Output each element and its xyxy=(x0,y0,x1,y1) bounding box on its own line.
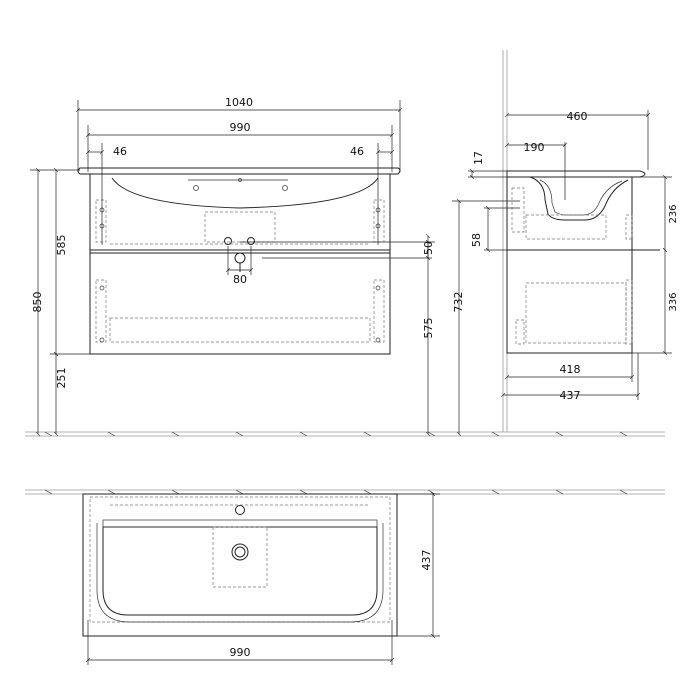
dim-cabinet-width: 990 xyxy=(85,121,395,172)
dim-plan-depth: 437 xyxy=(397,491,440,639)
dim-inner-depth: 418 xyxy=(504,353,635,382)
dim-46-right-label: 46 xyxy=(350,145,364,158)
dim-right-offset: 46 xyxy=(350,143,395,245)
dim-336-label: 336 xyxy=(668,292,679,311)
dim-46-left-label: 46 xyxy=(113,145,127,158)
dim-drawer-gap: 58 xyxy=(470,205,520,253)
dim-850-label: 850 xyxy=(31,292,44,313)
dim-carcass-depth: 437 xyxy=(500,353,641,402)
front-view xyxy=(77,167,401,355)
dim-plan-width: 990 xyxy=(85,620,395,665)
dim-1040-label: 1040 xyxy=(225,96,253,109)
dim-418-label: 418 xyxy=(560,363,581,376)
dim-50-label: 50 xyxy=(422,241,435,255)
side-wall-line xyxy=(502,50,508,432)
dim-top-thickness: 17 xyxy=(468,151,510,180)
dim-585-label: 585 xyxy=(55,235,68,256)
dim-upper-height: 585 xyxy=(50,167,90,357)
dim-cabinet-bottom: 575 xyxy=(240,239,435,437)
dim-990-plan-label: 990 xyxy=(230,646,251,659)
dim-732-label: 732 xyxy=(452,292,465,313)
dim-437-side-label: 437 xyxy=(560,389,581,402)
dim-top-depth: 460 xyxy=(504,110,651,170)
dim-left-offset: 46 xyxy=(85,143,127,245)
wall-line-plan xyxy=(25,489,665,495)
floor-line-top xyxy=(25,431,665,437)
dim-58-label: 58 xyxy=(470,233,483,247)
dim-drain-width: 80 xyxy=(225,246,254,286)
dim-460-label: 460 xyxy=(567,110,588,123)
dim-lower-drawer: 336 xyxy=(632,247,679,356)
dim-17-label: 17 xyxy=(472,151,485,165)
dim-575-label: 575 xyxy=(422,318,435,339)
dim-upper-drawer: 236 xyxy=(632,174,679,253)
plan-view xyxy=(82,493,398,637)
dim-437-plan-label: 437 xyxy=(420,550,433,571)
dim-total-height: 850 xyxy=(30,167,80,437)
dim-990-label: 990 xyxy=(230,121,251,134)
dim-basin-inset: 190 xyxy=(504,141,568,200)
dim-80-label: 80 xyxy=(233,273,247,286)
dim-overall-width: 1040 xyxy=(75,96,403,172)
dim-236-label: 236 xyxy=(668,204,679,223)
dim-190-label: 190 xyxy=(524,141,545,154)
dim-251-label: 251 xyxy=(55,368,68,389)
dim-overall-height: 732 xyxy=(452,198,520,437)
dim-floor-gap: 251 xyxy=(53,351,68,437)
dim-drain-offset: 50 xyxy=(262,233,435,261)
side-view xyxy=(506,170,660,354)
